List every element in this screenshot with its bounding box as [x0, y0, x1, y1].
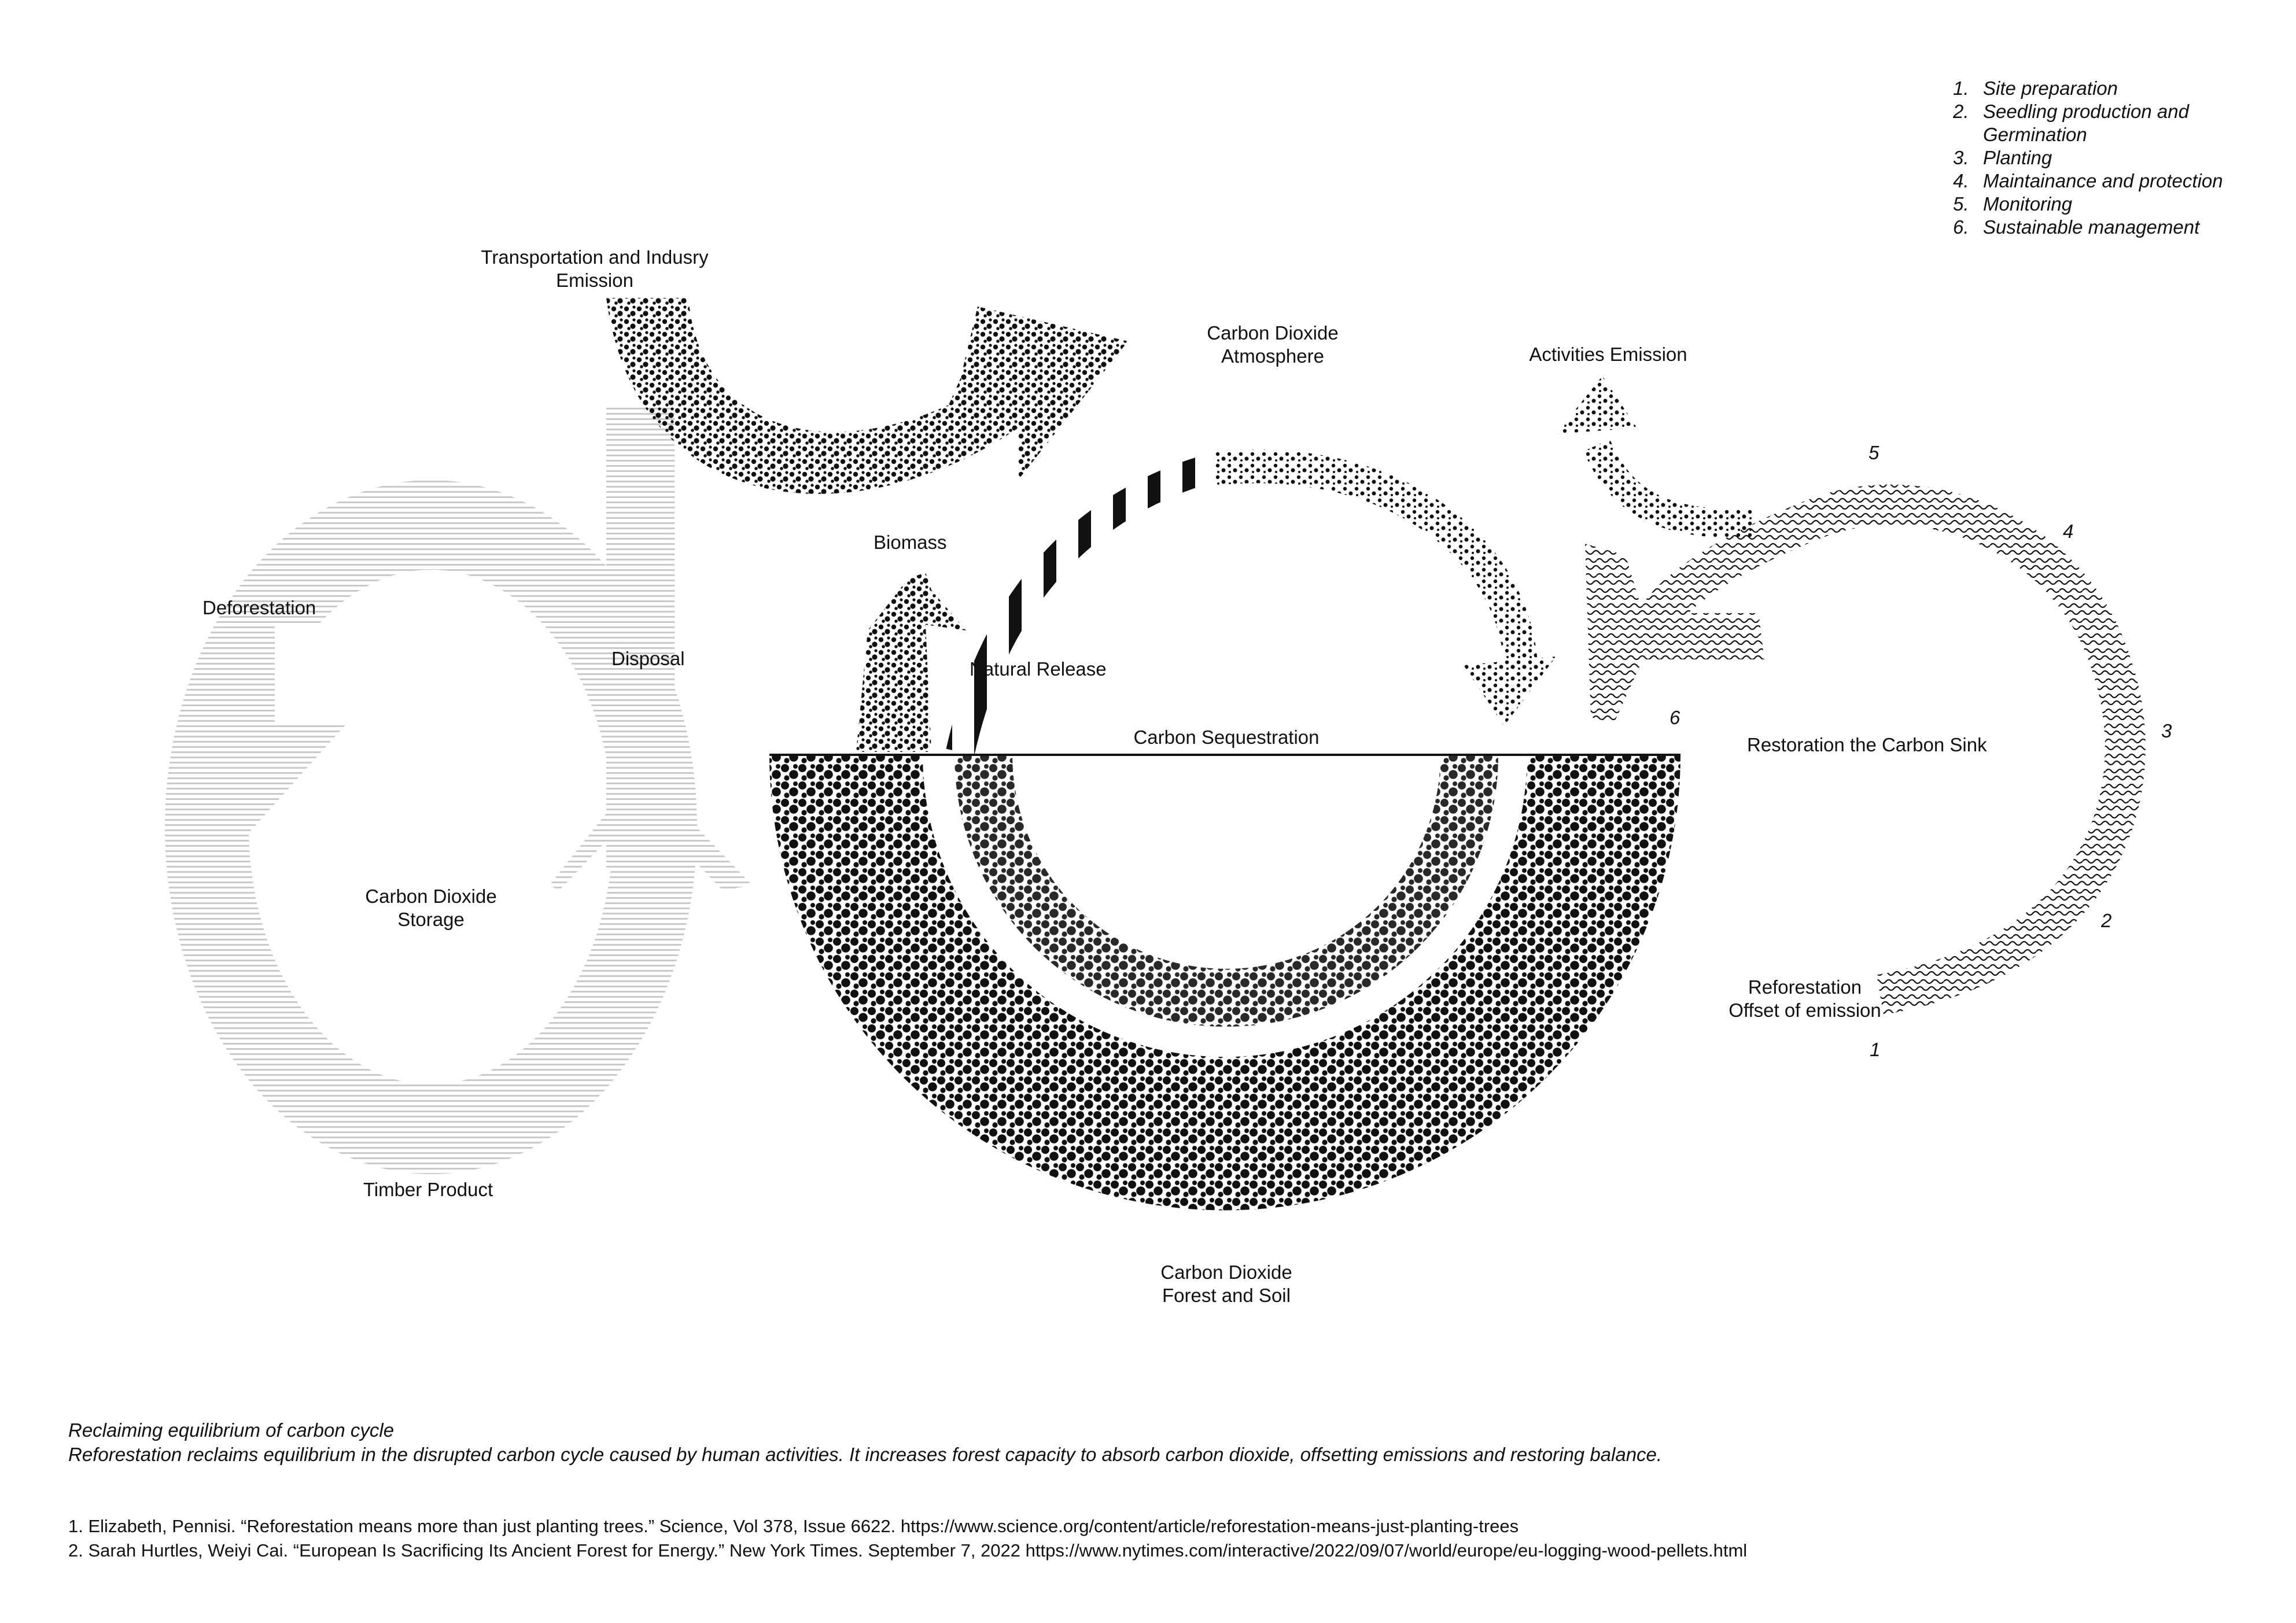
- co2-storage-line-1: Carbon Dioxide: [365, 886, 497, 907]
- transport-emission-arrow: [606, 298, 1128, 494]
- biomass-label: Biomass: [874, 532, 947, 553]
- natural-release-flow: [946, 449, 1556, 755]
- reforestation-line-1: Reforestation: [1748, 976, 1862, 998]
- activities-emission-arc: [1583, 439, 1753, 538]
- forest-soil-sink: [769, 754, 1680, 1211]
- step-marker-2: 2: [2101, 910, 2112, 931]
- legend-text: Seedling production and: [1983, 101, 2189, 122]
- legend-item-2-cont: Germination: [1953, 123, 2254, 146]
- reforestation-label: Reforestation Offset of emission: [1701, 976, 1909, 1022]
- carbon-sequestration-label: Carbon Sequestration: [1133, 726, 1320, 748]
- legend-text: Germination: [1983, 124, 2087, 145]
- references: 1. Elizabeth, Pennisi. “Reforestation me…: [68, 1514, 1747, 1563]
- transport-emission-label: Transportation and Indusry Emission: [421, 246, 768, 292]
- caption-body: Reforestation reclaims equilibrium in th…: [68, 1444, 1663, 1465]
- step-marker-4: 4: [2063, 521, 2074, 542]
- legend-number: 5.: [1953, 193, 1969, 215]
- legend-item-2: 2. Seedling production and: [1953, 100, 2254, 123]
- transport-emission-line-2: Emission: [556, 270, 633, 291]
- restoration-arrowhead: [1585, 544, 1764, 723]
- transport-emission-flow: [606, 298, 1128, 494]
- legend-text: Maintainance and protection: [1983, 170, 2223, 191]
- legend-number: 2.: [1953, 101, 1969, 122]
- biomass-arrow: [856, 573, 966, 752]
- co2-storage-label: Carbon Dioxide Storage: [315, 885, 547, 931]
- disposal-up-arrow: [550, 769, 752, 983]
- step-marker-5: 5: [1869, 442, 1879, 463]
- legend-item-1: 1. Site preparation: [1953, 77, 2254, 100]
- legend-text: Site preparation: [1983, 78, 2118, 99]
- step-marker-1: 1: [1870, 1039, 1881, 1060]
- atmosphere-to-forest-arrowhead: [1464, 656, 1556, 726]
- co2-atmosphere-line-1: Carbon Dioxide: [1207, 322, 1339, 344]
- restoration-flow: [1556, 376, 2146, 1015]
- legend-number: 6.: [1953, 216, 1969, 238]
- forest-soil-inner-gap: [1012, 755, 1440, 969]
- co2-atmosphere-label: Carbon Dioxide Atmosphere: [1157, 322, 1388, 368]
- forest-soil-outer: [769, 755, 1680, 1211]
- legend-item-5: 5. Monitoring: [1953, 193, 2254, 216]
- caption-title: Reclaiming equilibrium of carbon cycle: [68, 1419, 395, 1441]
- timber-product-label: Timber Product: [363, 1179, 493, 1200]
- legend-list: 1. Site preparation 2. Seedling production…: [1953, 77, 2254, 239]
- restoration-loop: [1635, 484, 2146, 1015]
- figure-caption: Reclaiming equilibrium of carbon cycle R…: [68, 1418, 1662, 1467]
- activities-emission-label: Activities Emission: [1529, 344, 1687, 365]
- legend-text: Sustainable management: [1983, 216, 2200, 238]
- legend-item-4: 4. Maintainance and protection: [1953, 169, 2254, 193]
- co2-forest-soil-line-1: Carbon Dioxide: [1160, 1261, 1292, 1283]
- natural-release-label: Natural Release: [970, 658, 1107, 680]
- transport-emission-line-1: Transportation and Indusry: [481, 246, 709, 268]
- atmosphere-to-forest-arc: [1213, 449, 1538, 672]
- reference-1: 1. Elizabeth, Pennisi. “Reforestation me…: [68, 1516, 1519, 1536]
- natural-release-arc: [946, 454, 1213, 755]
- co2-atmosphere-line-2: Atmosphere: [1221, 345, 1324, 367]
- co2-storage-line-2: Storage: [397, 909, 465, 930]
- activities-emission-arrowhead: [1556, 376, 1637, 434]
- step-marker-3: 3: [2161, 720, 2172, 742]
- disposal-label: Disposal: [611, 648, 685, 669]
- legend-item-6: 6. Sustainable management: [1953, 216, 2254, 239]
- deforestation-label: Deforestation: [202, 597, 316, 618]
- legend-text: Planting: [1983, 147, 2052, 168]
- reforestation-line-2: Offset of emission: [1729, 999, 1881, 1021]
- storage-cycle: [165, 405, 752, 1174]
- legend-number-spacer: [1953, 123, 1983, 146]
- restoration-sink-label: Restoration the Carbon Sink: [1747, 734, 1987, 755]
- co2-forest-soil-line-2: Forest and Soil: [1162, 1285, 1291, 1306]
- legend-text: Monitoring: [1983, 193, 2073, 215]
- deforestation-arrow: [249, 625, 347, 833]
- legend-number: 1.: [1953, 78, 1969, 99]
- legend-number: 3.: [1953, 147, 1969, 168]
- step-marker-6: 6: [1670, 707, 1680, 728]
- legend-number: 4.: [1953, 170, 1969, 191]
- reference-2: 2. Sarah Hurtles, Weiyi Cai. “European I…: [68, 1540, 1748, 1561]
- legend-item-3: 3. Planting: [1953, 146, 2254, 169]
- co2-forest-soil-label: Carbon Dioxide Forest and Soil: [1111, 1261, 1342, 1307]
- biomass-flow: [856, 573, 966, 752]
